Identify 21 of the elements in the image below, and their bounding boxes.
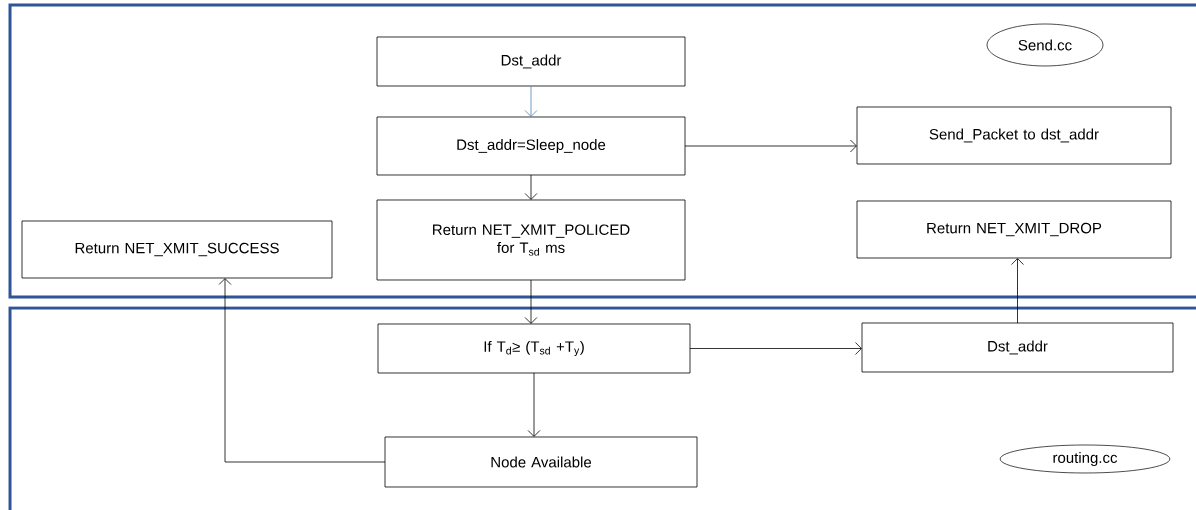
file-label-oval: Send.cc xyxy=(986,23,1104,67)
arrow xyxy=(1011,258,1024,324)
module-panel xyxy=(8,3,1196,299)
arrow xyxy=(689,342,862,355)
file-label-oval: routing.cc xyxy=(999,444,1171,474)
arrow xyxy=(524,85,538,117)
arrow xyxy=(527,372,541,437)
arrow xyxy=(524,279,538,324)
process-box: Send_Packet to dst_addr xyxy=(856,106,1172,165)
arrow xyxy=(218,278,386,463)
process-box: Dst_addr xyxy=(861,322,1174,373)
process-box: Return NET_XMIT_DROP xyxy=(856,200,1172,259)
process-box: If T$_{d}$≥ (T$_{sd}$ +T$_{y}$) xyxy=(377,323,691,374)
process-box: Node Available xyxy=(384,436,698,488)
arrow xyxy=(684,139,857,153)
arrow xyxy=(524,174,538,200)
process-box: Return NET_XMIT_SUCCESS xyxy=(21,220,333,279)
module-panel xyxy=(8,306,1196,510)
process-box: Return NET_XMIT_POLICED for T$_{sd}$ ms xyxy=(376,199,686,281)
process-box: Dst_addr=Sleep_node xyxy=(376,116,686,176)
process-box: Dst_addr xyxy=(376,36,686,87)
